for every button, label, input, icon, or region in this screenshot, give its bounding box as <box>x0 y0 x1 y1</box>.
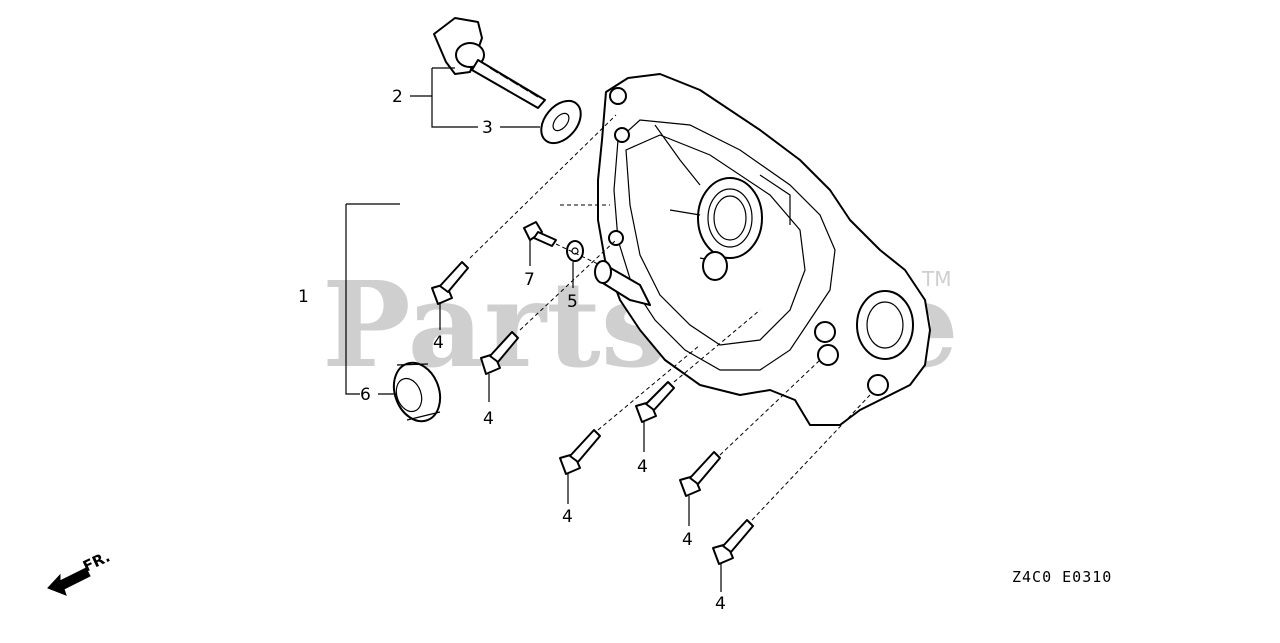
washer-3 <box>540 99 582 145</box>
callout-4-e: 4 <box>682 530 693 550</box>
callout-5: 5 <box>567 292 578 312</box>
diagram-code: Z4C0 E0310 <box>1012 568 1112 586</box>
callout-4-f: 4 <box>715 594 726 614</box>
callouts: 1 2 3 4 4 4 4 4 4 5 6 7 <box>298 87 726 614</box>
oil-filler-cap <box>433 17 546 109</box>
flange-bolts <box>431 261 754 565</box>
callout-6: 6 <box>360 385 371 405</box>
bolt-4-a <box>431 261 469 305</box>
bolt-4-d <box>635 381 675 423</box>
bolt-4-c <box>559 429 601 475</box>
crankcase-cover <box>594 73 931 426</box>
callout-4-c: 4 <box>562 507 573 527</box>
bolt-4-e <box>679 451 721 497</box>
front-direction-indicator: FR. <box>47 548 113 596</box>
callout-4-d: 4 <box>637 457 648 477</box>
bolt-4-b <box>480 331 519 375</box>
callout-4-b: 4 <box>483 409 494 429</box>
washer-5 <box>566 240 584 262</box>
watermark-trademark: TM <box>921 267 951 291</box>
callout-2: 2 <box>392 87 403 107</box>
oil-seal <box>392 361 442 423</box>
callout-3: 3 <box>482 118 493 138</box>
bolt-7 <box>523 221 557 247</box>
assembly-lines <box>469 114 871 521</box>
callout-1: 1 <box>298 287 309 307</box>
front-arrow-icon <box>47 567 91 596</box>
leader-lines <box>345 67 722 592</box>
callout-7: 7 <box>524 270 535 290</box>
front-label: FR. <box>80 548 113 576</box>
bolt-4-f <box>712 519 754 565</box>
callout-4-a: 4 <box>433 333 444 353</box>
